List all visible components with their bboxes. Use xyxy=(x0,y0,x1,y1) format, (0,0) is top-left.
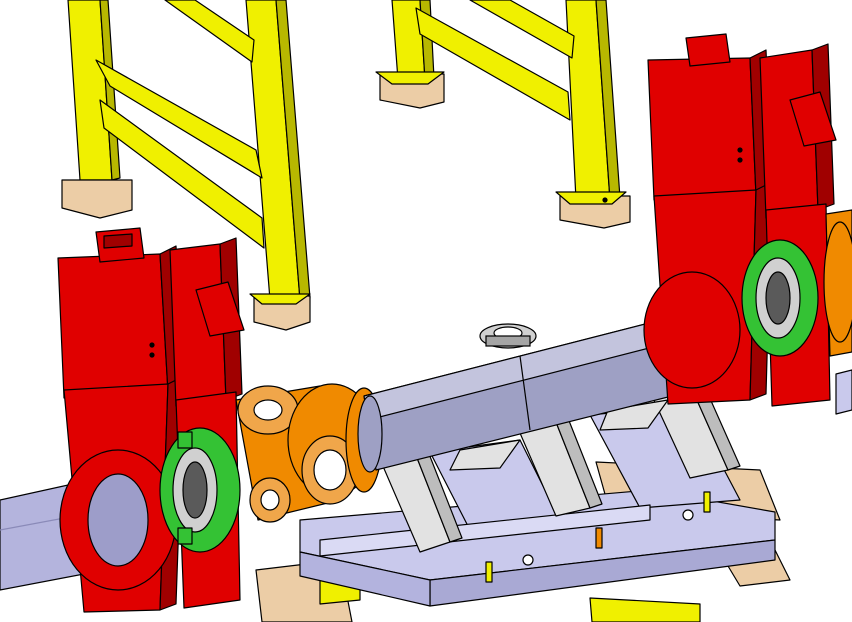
clamp-ring-right[interactable] xyxy=(741,239,819,357)
gate-valve-left[interactable] xyxy=(57,227,245,613)
gate-valve-right[interactable] xyxy=(643,33,837,407)
support-frame-right[interactable] xyxy=(375,0,631,229)
cross-chamber-right[interactable] xyxy=(823,209,852,415)
cross-chamber[interactable] xyxy=(235,383,383,523)
foot-pad xyxy=(61,179,133,219)
top-port-flange[interactable] xyxy=(479,323,537,349)
clamp-ring-left[interactable] xyxy=(159,427,241,553)
support-frame-left[interactable] xyxy=(61,0,311,331)
